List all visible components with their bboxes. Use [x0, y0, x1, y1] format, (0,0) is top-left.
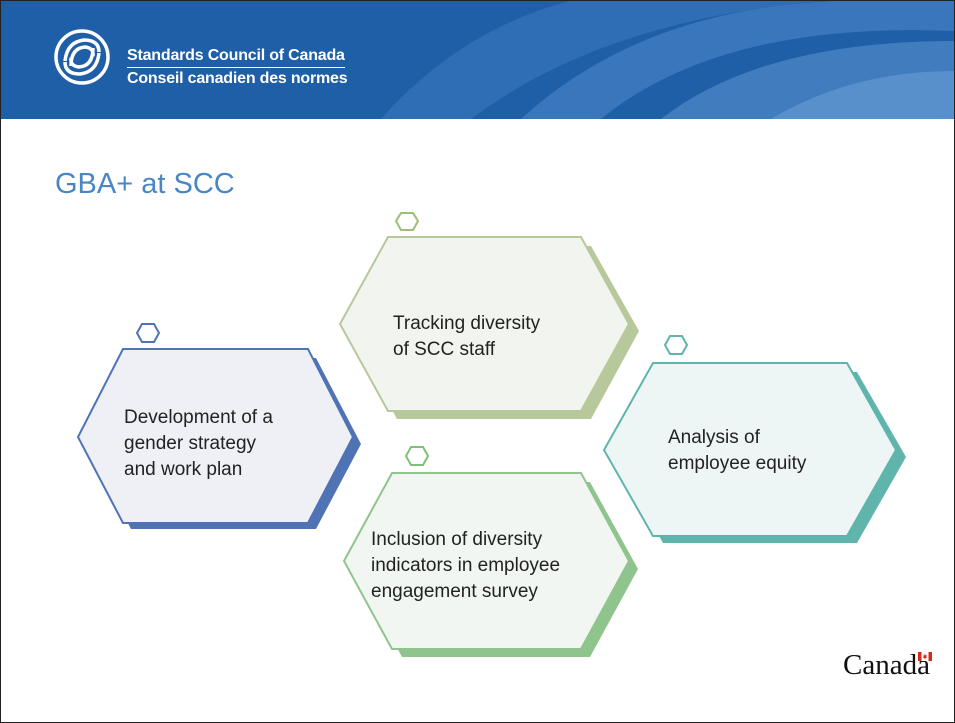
organization-name: Standards Council of Canada Conseil cana… — [127, 45, 348, 89]
canada-flag-icon — [918, 652, 932, 661]
hexagon-analysis — [602, 335, 906, 543]
slide-title: GBA+ at SCC — [55, 168, 235, 200]
hexagon-development-text: Development of a gender strategy and wor… — [124, 405, 273, 483]
hexagon-tracking-text: Tracking diversity of SCC staff — [393, 311, 540, 363]
scc-logo-icon — [54, 29, 110, 85]
hexagon-inclusion-text: Inclusion of diversity indicators in emp… — [371, 527, 560, 605]
small-hexagon-icon — [135, 323, 161, 343]
text-line: of SCC staff — [393, 339, 496, 360]
hexagon-analysis-text: Analysis of employee equity — [668, 425, 806, 477]
text-line: indicators in employee — [371, 555, 561, 576]
small-hexagon-icon — [663, 335, 689, 355]
org-name-english: Standards Council of Canada — [127, 45, 345, 68]
text-line: and work plan — [124, 459, 243, 480]
org-name-french: Conseil canadien des normes — [127, 70, 348, 87]
hexagon-development — [76, 323, 361, 529]
small-hexagon-icon — [394, 212, 420, 231]
hexagon-tracking — [338, 212, 639, 419]
text-line: Inclusion of diversity — [371, 529, 543, 550]
banner-decoration — [381, 1, 954, 119]
text-line: gender strategy — [124, 433, 257, 454]
text-line: Analysis of — [668, 427, 760, 448]
text-line: Tracking diversity — [393, 313, 541, 334]
hexagon-inclusion — [342, 446, 638, 657]
text-line: engagement survey — [371, 581, 538, 602]
text-line: employee equity — [668, 453, 807, 474]
header-banner: Standards Council of Canada Conseil cana… — [1, 1, 954, 119]
small-hexagon-icon — [404, 446, 430, 466]
text-line: Development of a — [124, 407, 273, 428]
canada-wordmark: Canada — [843, 649, 930, 681]
